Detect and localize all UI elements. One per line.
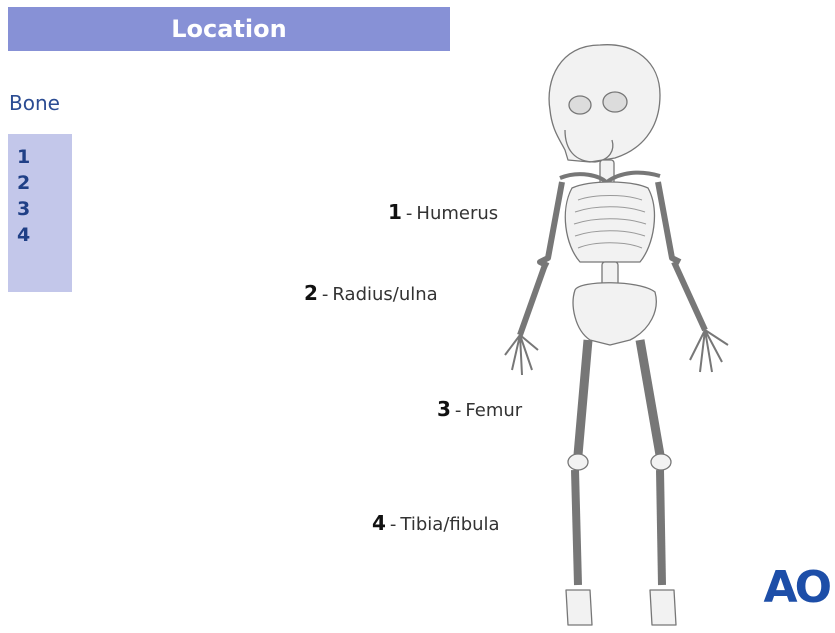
callout-label: Femur xyxy=(465,400,522,421)
callout-separator: - xyxy=(455,400,462,421)
pelvis xyxy=(573,283,656,345)
callout-humerus: 1-Humerus xyxy=(388,200,498,224)
right-kneecap xyxy=(651,454,671,470)
callout-label: Radius/ulna xyxy=(332,284,437,305)
right-clavicle xyxy=(607,173,660,182)
callout-label: Tibia/fibula xyxy=(400,514,499,535)
callout-number: 4 xyxy=(372,511,386,535)
callout-separator: - xyxy=(390,514,397,535)
ao-logo: AO xyxy=(764,562,829,613)
right-eye-socket xyxy=(603,92,627,112)
callout-number: 1 xyxy=(388,200,402,224)
callout-separator: - xyxy=(406,203,413,224)
right-hand xyxy=(690,330,728,372)
right-femur xyxy=(640,340,660,455)
callout-femur: 3-Femur xyxy=(437,397,522,421)
callout-number: 2 xyxy=(304,281,318,305)
left-radius-ulna xyxy=(520,262,546,335)
right-humerus xyxy=(658,182,680,262)
right-tibia-fibula xyxy=(660,470,662,585)
left-clavicle xyxy=(560,174,606,182)
callout-separator: - xyxy=(322,284,329,305)
left-kneecap xyxy=(568,454,588,470)
left-foot xyxy=(566,590,592,625)
right-radius-ulna xyxy=(674,262,705,330)
left-hand xyxy=(505,335,538,375)
left-femur xyxy=(578,340,588,455)
right-foot xyxy=(650,590,676,625)
left-eye-socket xyxy=(569,96,591,114)
callout-label: Humerus xyxy=(416,203,498,224)
callout-number: 3 xyxy=(437,397,451,421)
left-humerus xyxy=(540,182,562,266)
left-tibia-fibula xyxy=(575,470,578,585)
callout-radius-ulna: 2-Radius/ulna xyxy=(304,281,438,305)
callout-tibia-fibula: 4-Tibia/fibula xyxy=(372,511,500,535)
